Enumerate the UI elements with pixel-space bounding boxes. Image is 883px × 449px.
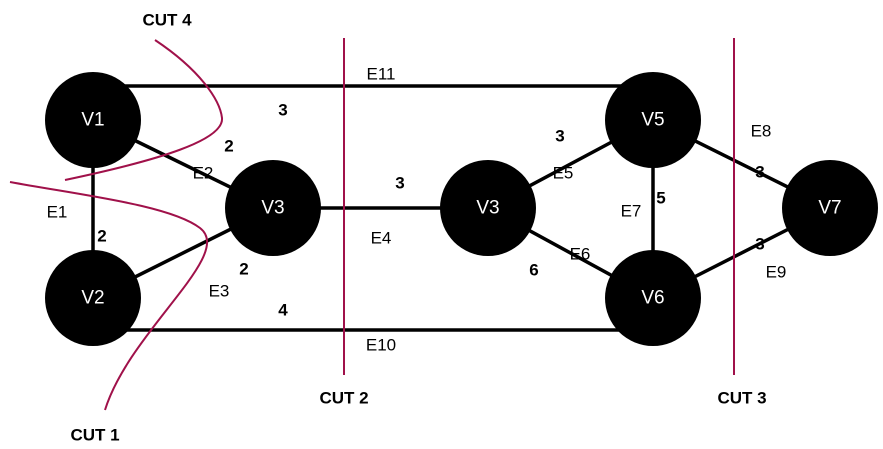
edge-name-e11: E11 (367, 65, 396, 84)
edge-weight-e6: 6 (529, 261, 538, 280)
edge-name-e9: E9 (766, 263, 787, 282)
edge-name-e2: E2 (193, 164, 214, 183)
cuts-layer (9, 38, 735, 411)
edge-name-e1: E1 (47, 203, 68, 222)
edge-weight-e7: 5 (656, 189, 665, 208)
node-v3a (225, 160, 321, 256)
cut1-line (9, 181, 208, 411)
node-label-v3a: V3 (261, 198, 284, 219)
node-v7 (782, 160, 878, 256)
edge-weight-e8: 3 (755, 163, 764, 182)
node-label-v6: V6 (641, 288, 664, 309)
edge-weight-e5: 3 (555, 127, 564, 146)
node-label-v5: V5 (641, 110, 664, 131)
cut1-label: CUT 1 (70, 426, 119, 445)
edge-name-e10: E10 (366, 336, 396, 355)
cut4-label: CUT 4 (142, 11, 192, 30)
edge-weight-e11: 3 (278, 101, 287, 120)
node-v6 (605, 250, 701, 346)
edge-name-e8: E8 (751, 122, 772, 141)
edge-weight-e1: 2 (97, 227, 106, 246)
edge-weight-e2: 2 (224, 137, 233, 156)
edge-weight-e4: 3 (395, 174, 404, 193)
node-v2 (45, 250, 141, 346)
edge-name-e3: E3 (209, 282, 230, 301)
cut3-label: CUT 3 (717, 389, 766, 408)
edge-name-e6: E6 (570, 245, 591, 264)
node-v1 (45, 72, 141, 168)
node-label-v1: V1 (81, 110, 104, 131)
edge-weight-e3: 2 (239, 260, 248, 279)
cut4-line (64, 39, 224, 181)
node-v5 (605, 72, 701, 168)
edge-name-e5: E5 (553, 164, 574, 183)
edge-weight-e9: 3 (755, 235, 764, 254)
cut2-label: CUT 2 (319, 389, 368, 408)
edge-name-e4: E4 (371, 229, 392, 248)
node-label-v2: V2 (81, 288, 104, 309)
node-label-v3b: V3 (476, 198, 499, 219)
edge-weight-e10: 4 (278, 301, 288, 320)
edge-name-e7: E7 (621, 202, 642, 221)
node-v3b (440, 160, 536, 256)
node-label-v7: V7 (818, 198, 841, 219)
